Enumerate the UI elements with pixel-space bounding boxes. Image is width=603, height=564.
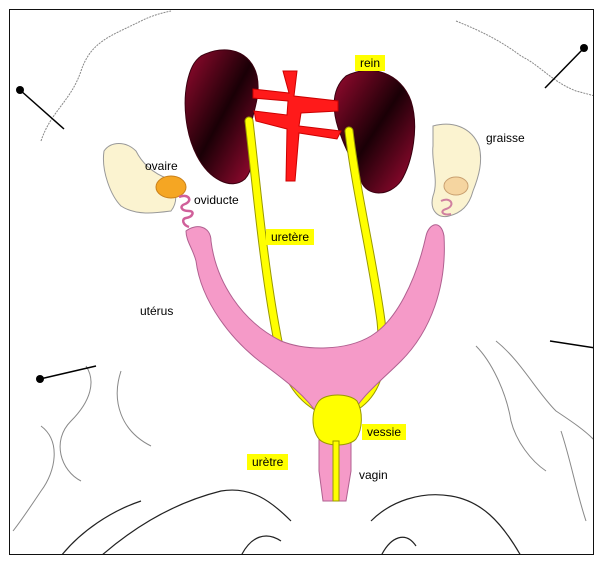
label-vessie: vessie [362,424,406,440]
pin-right [550,341,594,353]
oviduct-left [179,196,193,227]
pin-top-right [545,44,588,88]
label-rein: rein [355,55,385,71]
fat-pad-right [432,124,481,216]
body-outline-dark [61,490,521,555]
label-graisse: graisse [486,131,525,145]
label-oviducte: oviducte [194,193,239,207]
pin-top-left [16,86,64,129]
pin-left [36,366,96,383]
label-ovaire: ovaire [145,159,178,173]
diagram-frame [9,9,594,555]
renal-artery [253,71,341,181]
uterus [186,225,444,501]
bladder [313,395,361,445]
ovary-right [444,177,468,195]
urethra [333,441,339,501]
label-uretere: uretère [266,229,314,245]
label-uterus: utérus [140,304,173,318]
kidney-left [185,50,258,184]
body-outline [13,11,594,531]
anatomy-diagram [9,9,594,555]
ovary-left [156,176,186,198]
label-vagin: vagin [359,468,388,482]
label-uretre: urètre [247,454,288,470]
